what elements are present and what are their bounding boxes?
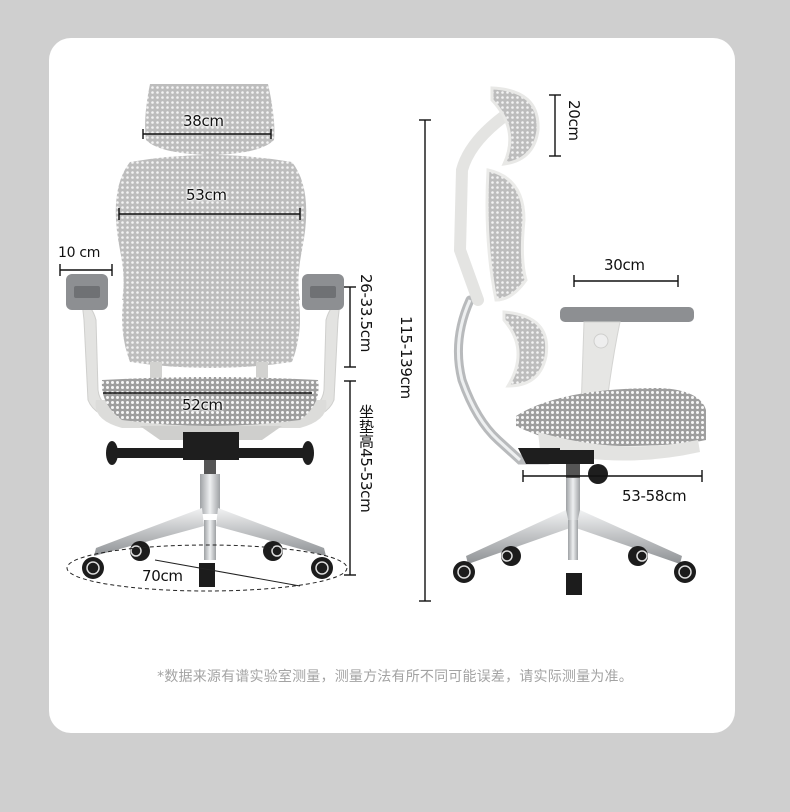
front-dimension-lines [59, 129, 356, 576]
measurement-disclaimer: *数据来源有谱实验室测量，测量方法有所不同可能误差，请实际测量为准。 [157, 669, 633, 685]
side-dimension-lines [419, 94, 703, 602]
base-diameter-label: 70cm [142, 567, 183, 585]
seat-depth-label: 53-58cm [622, 487, 687, 505]
seat-width-label: 52cm [182, 396, 223, 414]
seat-height-label: 坐垫高45-53cm [357, 404, 375, 513]
headrest-height-label: 20cm [565, 100, 583, 141]
front-chair [66, 84, 348, 592]
armrest-width-label: 10 cm [58, 245, 101, 261]
total-height-label: 115-139cm [397, 316, 415, 399]
armrest-height-label: 26-33.5cm [357, 274, 375, 353]
armrest-length-label: 30cm [604, 256, 645, 274]
backrest-width-label: 53cm [186, 186, 227, 204]
side-chair [453, 86, 706, 595]
headrest-width-label: 38cm [183, 112, 224, 130]
